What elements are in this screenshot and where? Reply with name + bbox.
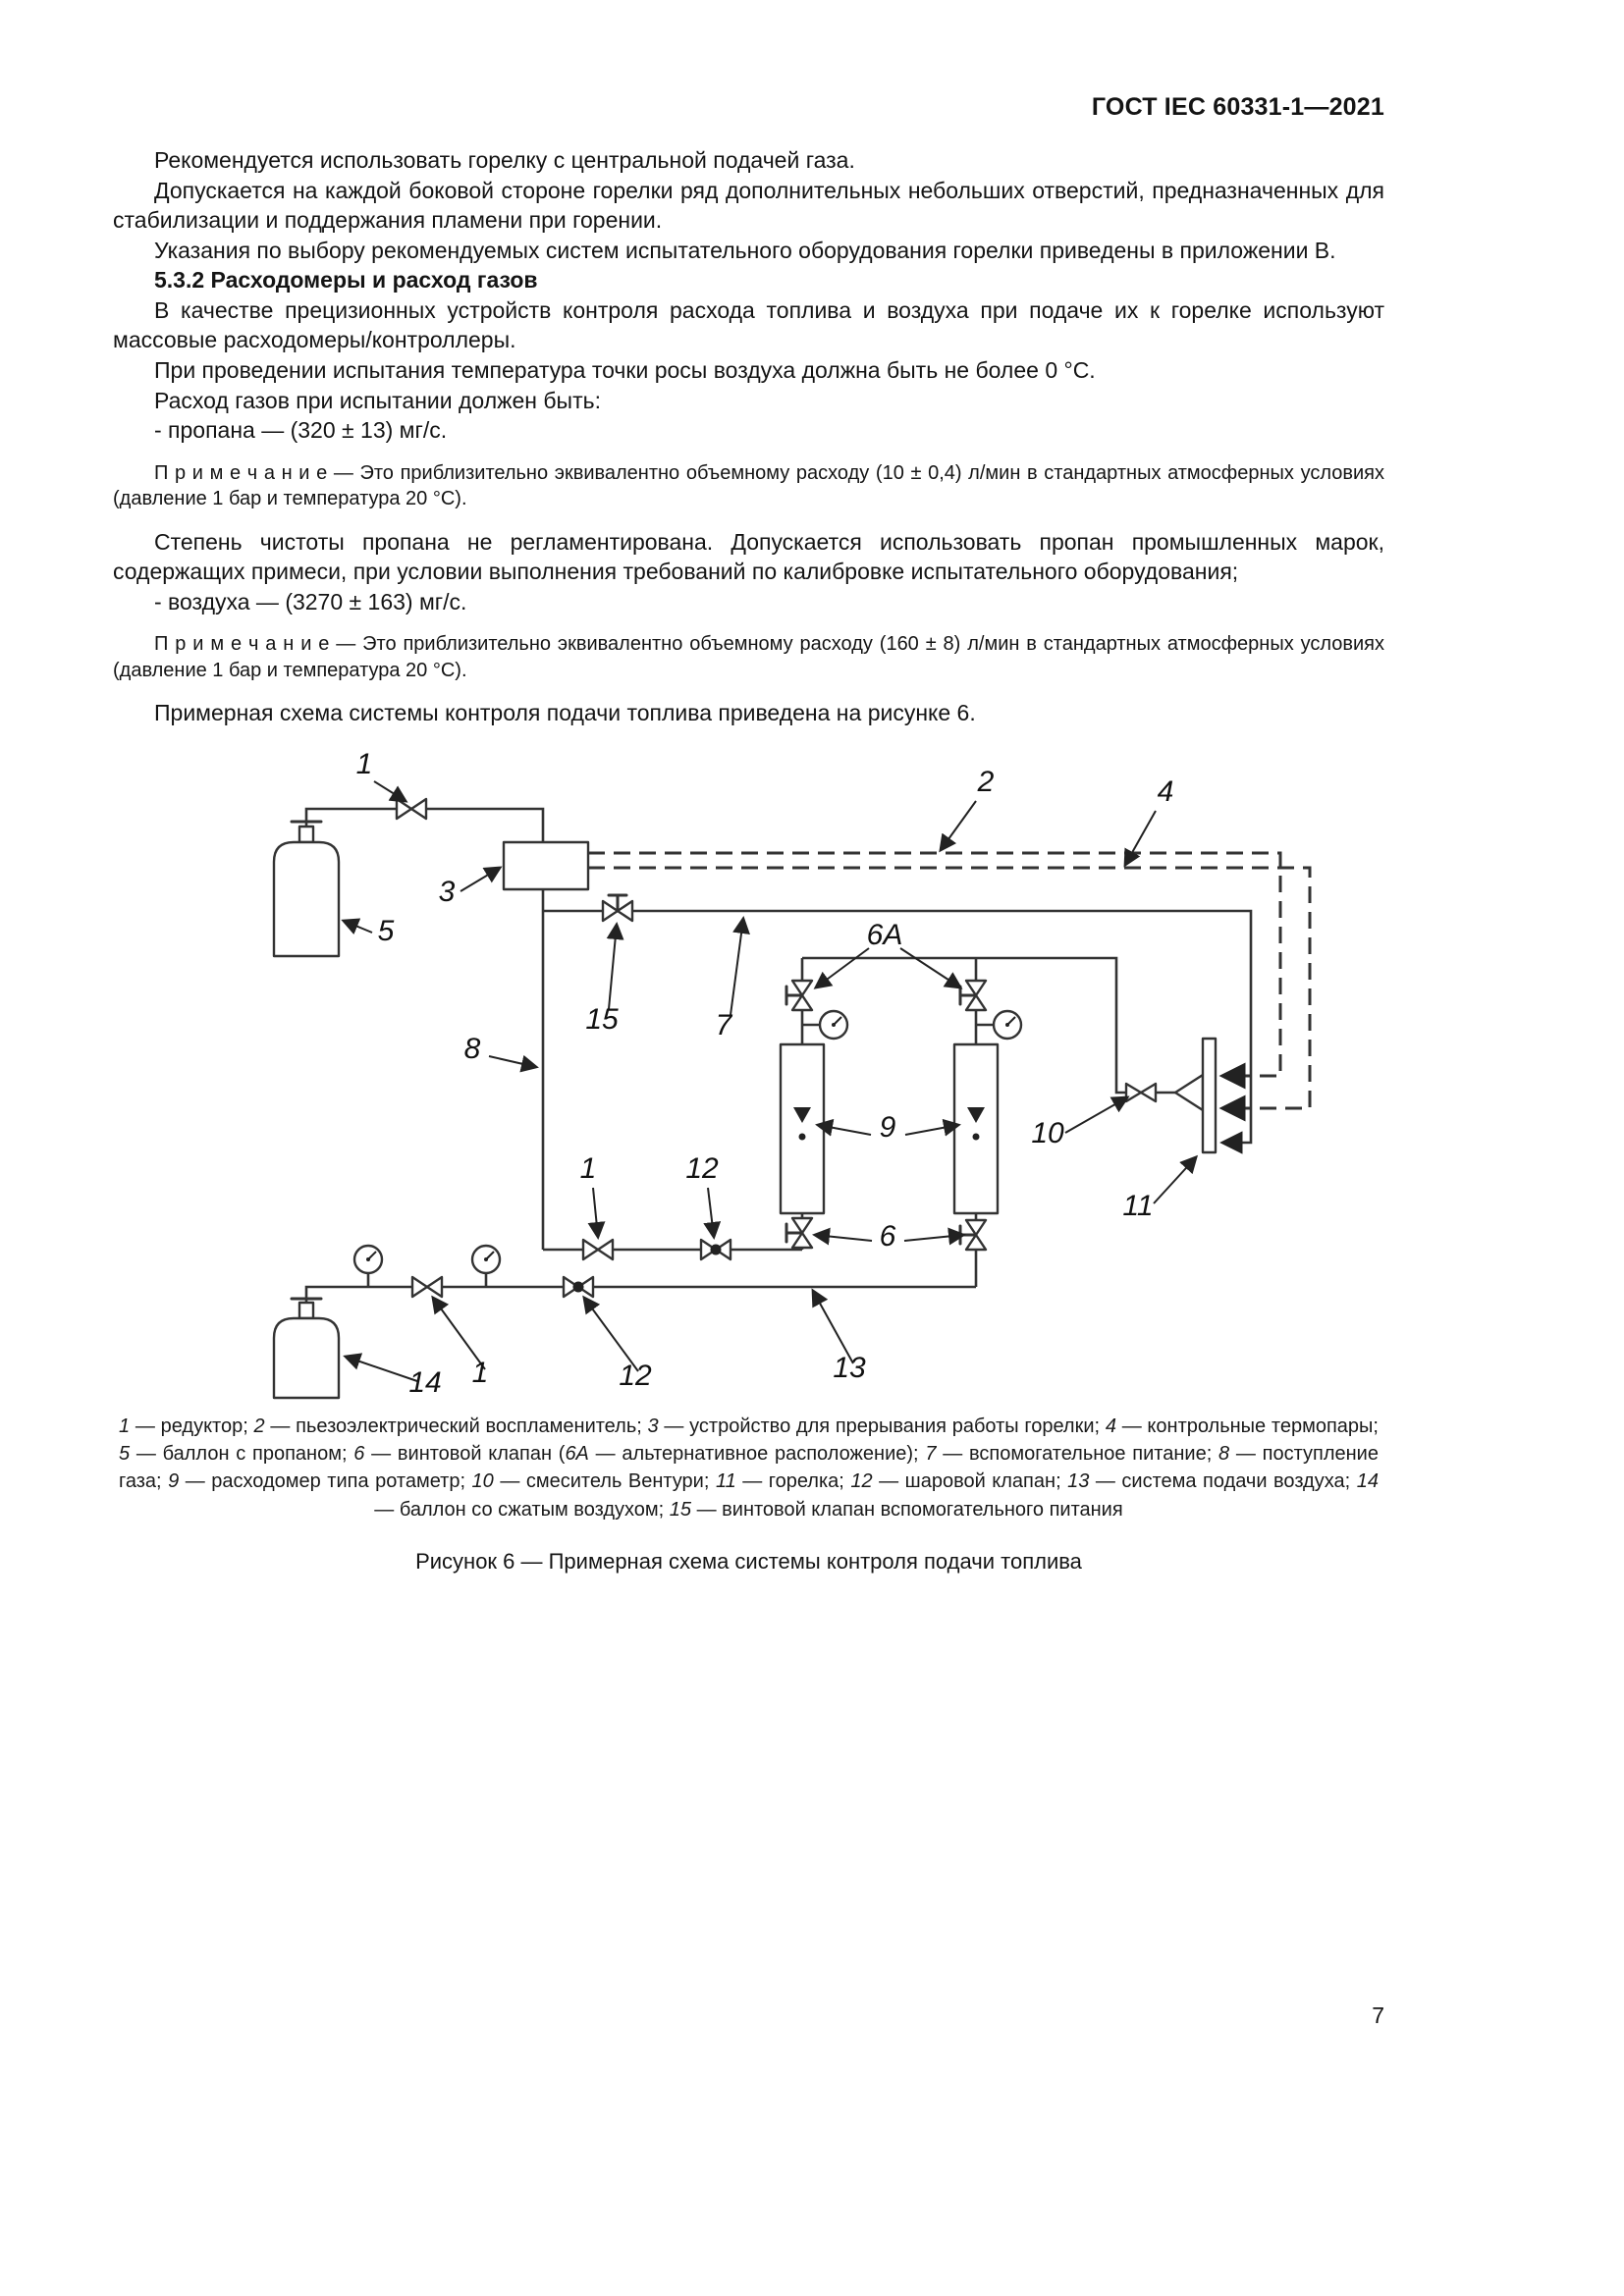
ball-valve-air-line bbox=[562, 1275, 595, 1298]
needle-valve-6a-left bbox=[785, 979, 814, 1011]
label-aux-valve: 15 bbox=[585, 1003, 619, 1036]
label-aux-supply: 7 bbox=[716, 1009, 733, 1041]
screw-valve-6-left bbox=[785, 1216, 814, 1249]
note: П р и м е ч а н и е — Это приблизительно… bbox=[113, 633, 1384, 681]
figure-caption: Рисунок 6 — Примерная схема системы конт… bbox=[415, 1549, 1082, 1575]
paragraph: В качестве прецизионных устройств контро… bbox=[113, 296, 1384, 353]
paragraph: Указания по выбору рекомендуемых систем … bbox=[154, 237, 1336, 263]
label-reducer-propane: 1 bbox=[580, 1152, 597, 1185]
compressed-air-cylinder bbox=[272, 1297, 341, 1399]
aux-supply-line bbox=[543, 909, 1253, 1154]
reducer-valve-top bbox=[395, 797, 428, 820]
propane-cylinder bbox=[272, 820, 341, 957]
venturi-mixer bbox=[1124, 1082, 1158, 1102]
thermocouple-line bbox=[588, 866, 1312, 1122]
pressure-gauge-air-2 bbox=[470, 1244, 502, 1274]
label-propane-cylinder: 5 bbox=[378, 915, 395, 947]
label-rotameters: 9 bbox=[880, 1111, 896, 1144]
pressure-gauge-rotameter-right bbox=[992, 1009, 1023, 1040]
page-number: 7 bbox=[1372, 2002, 1384, 2028]
label-reducer-top: 1 bbox=[356, 752, 373, 780]
label-air-system: 13 bbox=[833, 1352, 866, 1384]
rotameter-left bbox=[779, 1042, 826, 1214]
label-screw-valves: 6 bbox=[880, 1220, 896, 1253]
label-ball-propane: 12 bbox=[685, 1152, 719, 1185]
aux-supply-valve bbox=[601, 893, 634, 922]
label-igniter: 2 bbox=[977, 766, 995, 798]
label-reducer-air: 1 bbox=[472, 1357, 489, 1389]
paragraph: Расход газов при испытании должен быть: bbox=[154, 387, 601, 413]
note: П р и м е ч а н и е — Это приблизительно… bbox=[113, 461, 1384, 510]
paragraph: Примерная схема системы контроля подачи … bbox=[154, 700, 976, 726]
label-air-cylinder: 14 bbox=[408, 1366, 441, 1399]
document-header: ГОСТ IEC 60331-1—2021 bbox=[1091, 93, 1384, 121]
label-venturi: 10 bbox=[1031, 1117, 1064, 1149]
label-thermocouples: 4 bbox=[1158, 775, 1174, 808]
paragraph: Степень чистоты пропана не регламентиров… bbox=[113, 528, 1384, 585]
list-item: - воздуха — (3270 ± 163) мг/с. bbox=[154, 588, 467, 614]
list-item: - пропана — (320 ± 13) мг/с. bbox=[154, 417, 448, 444]
rotameter-right bbox=[952, 1042, 1000, 1214]
label-burner: 11 bbox=[1122, 1190, 1153, 1222]
leader-arrows bbox=[341, 779, 1199, 1382]
pressure-gauge-air-1 bbox=[352, 1244, 384, 1274]
reducer-valve-propane-line bbox=[581, 1238, 615, 1260]
paragraph: Допускается на каждой боковой стороне го… bbox=[113, 177, 1384, 234]
label-screw-valves-alt: 6A bbox=[867, 919, 903, 951]
paragraph: При проведении испытания температура точ… bbox=[154, 357, 1096, 384]
label-interrupt-device: 3 bbox=[439, 876, 456, 908]
fuel-supply-schematic: 1 2 4 3 5 15 7 8 6A 9 6 10 11 1 12 1 12 … bbox=[272, 752, 1312, 1399]
figure-6: 1 2 4 3 5 15 7 8 6A 9 6 10 11 1 12 1 12 … bbox=[113, 752, 1384, 1576]
label-gas-inlet: 8 bbox=[464, 1033, 481, 1065]
figure-legend: 1 — редуктор; 2 — пьезоэлектрический вос… bbox=[119, 1415, 1379, 1521]
label-ball-air: 12 bbox=[619, 1360, 652, 1392]
document-content: Рекомендуется использовать горелку с цен… bbox=[113, 145, 1384, 1575]
pressure-gauge-rotameter-left bbox=[818, 1009, 849, 1040]
needle-valve-6a-right bbox=[958, 979, 988, 1011]
screw-valve-6-right bbox=[958, 1218, 988, 1251]
ball-valve-propane-line bbox=[699, 1238, 732, 1260]
igniter-cable-line bbox=[588, 851, 1282, 1090]
reducer-valve-air-line bbox=[410, 1275, 444, 1298]
paragraph: Рекомендуется использовать горелку с цен… bbox=[154, 147, 855, 173]
burner-interrupt-device bbox=[502, 840, 590, 890]
section-heading: 5.3.2 Расходомеры и расход газов bbox=[154, 267, 538, 294]
burner bbox=[1173, 1037, 1218, 1153]
